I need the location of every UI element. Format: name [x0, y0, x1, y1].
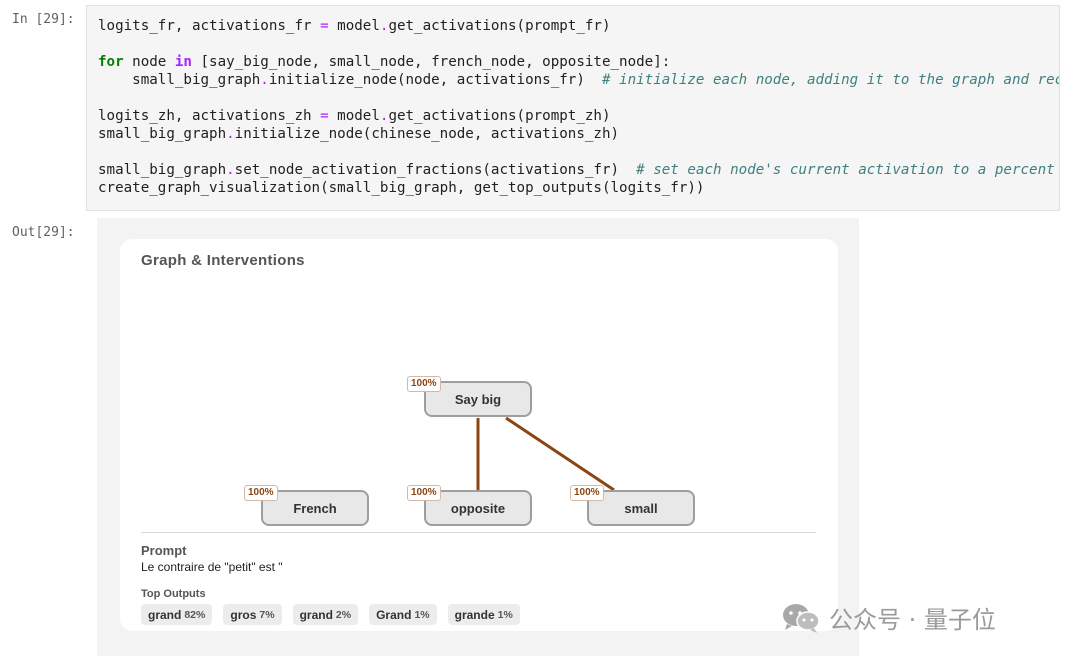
top-output-token: grand [299, 607, 333, 622]
code-line: logits_fr, activations_fr = model.get_ac… [98, 18, 611, 34]
top-output-token: grand [148, 607, 182, 622]
top-output-prob: 82% [184, 608, 206, 621]
code-line: small_big_graph.initialize_node(chinese_… [98, 126, 620, 142]
node-say-big-activation-badge: 100% [407, 376, 441, 392]
top-output-chip: grand 82% [141, 604, 213, 625]
wechat-icon [783, 603, 820, 633]
code-line: small_big_graph.set_node_activation_frac… [98, 162, 1055, 178]
top-outputs-heading: Top Outputs [141, 588, 206, 600]
top-output-prob: 2% [335, 608, 352, 621]
watermark-text: 公众号 · 量子位 [829, 606, 996, 634]
top-output-token: gros [230, 607, 257, 622]
code-line: create_graph_visualization(small_big_gra… [98, 180, 705, 196]
top-output-prob: 7% [259, 608, 275, 621]
node-french[interactable]: French [261, 490, 369, 526]
top-output-chip: Grand 1% [369, 604, 437, 625]
widget-title: Graph & Interventions [141, 252, 305, 269]
watermark: 公众号 · 量子位 [781, 600, 996, 635]
top-output-prob: 1% [497, 608, 513, 621]
node-small-activation-badge: 100% [570, 485, 604, 501]
edge-saybig-small [505, 416, 615, 492]
node-french-activation-badge: 100% [244, 485, 278, 501]
output-prompt-label: Out[29]: [12, 225, 75, 240]
code-line: logits_zh, activations_zh = model.get_ac… [98, 108, 611, 124]
top-output-chip: grand 2% [292, 604, 359, 625]
code-editor[interactable]: logits_fr, activations_fr = model.get_ac… [87, 6, 1059, 197]
prompt-text: Le contraire de "petit" est " [141, 560, 283, 574]
node-opposite[interactable]: opposite [424, 490, 532, 526]
node-say-big[interactable]: Say big [424, 381, 532, 417]
top-outputs-list: grand 82% gros 7% grand 2% Grand 1% gran… [141, 604, 520, 625]
code-line: for node in [say_big_node, small_node, f… [98, 54, 671, 70]
node-small[interactable]: small [587, 490, 695, 526]
top-output-token: Grand [376, 607, 412, 622]
code-line: small_big_graph.initialize_node(node, ac… [98, 72, 1060, 88]
top-output-chip: grande 1% [447, 604, 520, 625]
code-cell[interactable]: logits_fr, activations_fr = model.get_ac… [86, 5, 1060, 211]
input-prompt-label: In [29]: [12, 12, 75, 27]
top-output-prob: 1% [414, 608, 430, 621]
divider [141, 532, 816, 533]
top-output-chip: gros 7% [223, 604, 282, 625]
prompt-heading: Prompt [141, 543, 187, 558]
node-opposite-activation-badge: 100% [407, 485, 441, 501]
top-output-token: grande [454, 607, 495, 622]
